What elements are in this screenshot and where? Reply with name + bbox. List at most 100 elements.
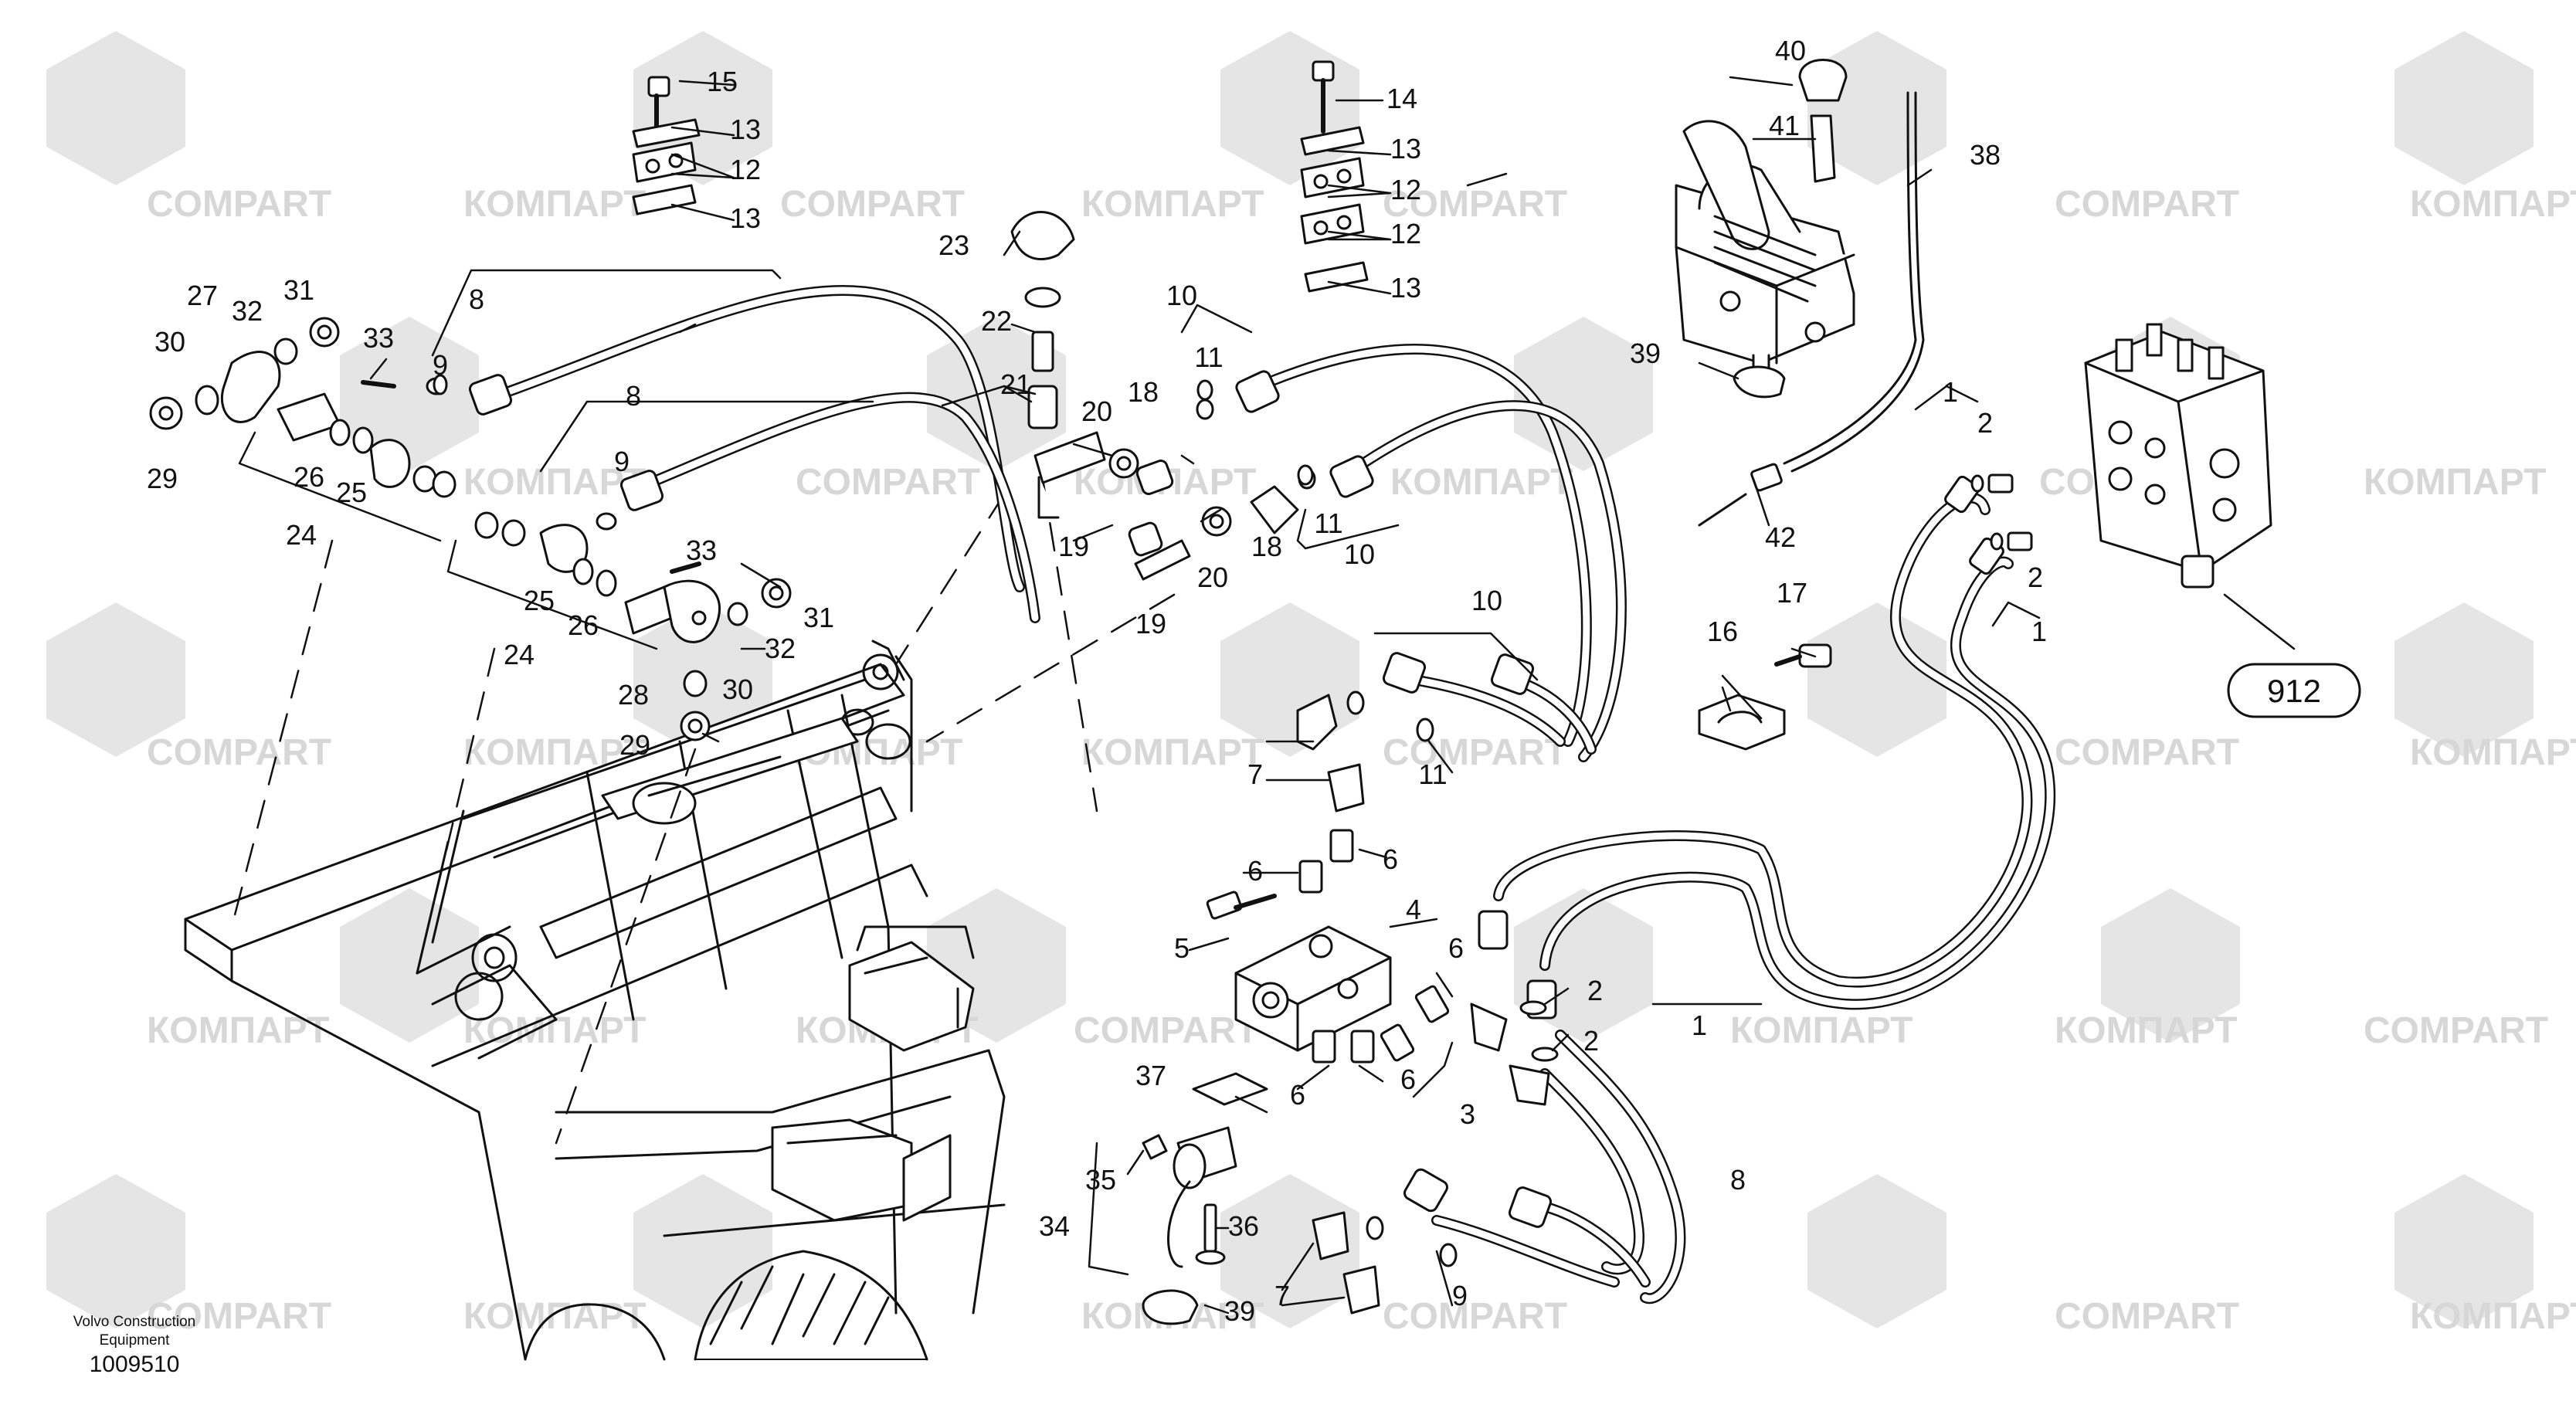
watermark-latin-7: COMPART <box>1383 732 1567 773</box>
callout-12-2: 12 <box>1390 218 1421 249</box>
callout-29-1: 29 <box>619 729 650 761</box>
callout-18-0: 18 <box>1128 376 1159 408</box>
callout-1-0: 1 <box>1943 376 1958 408</box>
dashed-leaders <box>230 477 1176 1145</box>
watermark-latin-3: COMPART <box>2055 184 2239 225</box>
callout-25-0: 25 <box>336 477 367 508</box>
callout-2-3: 2 <box>1583 1025 1599 1057</box>
watermark-cyrillic-6: КОМПАРТ <box>2364 462 2546 503</box>
callout-10-1: 10 <box>1344 538 1375 570</box>
callout-6-4: 6 <box>1400 1064 1416 1095</box>
callout-1-1: 1 <box>2031 616 2047 647</box>
callout-32-0: 32 <box>232 295 263 327</box>
watermark-latin-2: COMPART <box>1383 184 1567 225</box>
callout-8-2: 8 <box>1730 1164 1746 1196</box>
watermark-cyrillic-3: КОМПАРТ <box>463 462 646 503</box>
solenoid-valve <box>1142 1072 1268 1268</box>
callout-26-1: 26 <box>568 609 599 641</box>
callout-6-0: 6 <box>1247 855 1263 887</box>
callout-6-2: 6 <box>1448 932 1464 964</box>
callout-27-0: 27 <box>187 280 218 311</box>
watermark-latin-10: COMPART <box>2364 1010 2548 1051</box>
callout-17-0: 17 <box>1777 577 1807 609</box>
callout-5-0: 5 <box>1174 932 1190 964</box>
callout-9-0: 9 <box>433 349 448 381</box>
watermark-latin-13: COMPART <box>2055 1296 2239 1337</box>
watermark-text-group: COMPART COMPART COMPART COMPART COMPART COMPA… <box>147 184 2576 1337</box>
group-ref-ring <box>2227 663 2361 718</box>
watermark-cyrillic-5: КОМПАРТ <box>1390 462 1573 503</box>
watermark-cyrillic-15: КОМПАРТ <box>2055 1010 2237 1051</box>
group-ref-label: 912 <box>2267 673 2321 709</box>
callout-9-2: 9 <box>1452 1280 1468 1311</box>
callout-25-1: 25 <box>524 585 555 616</box>
callout-18-1: 18 <box>1251 531 1282 562</box>
callout-10-2: 10 <box>1471 585 1502 616</box>
callout-33-0: 33 <box>363 322 394 354</box>
callout-12-0: 12 <box>730 154 761 185</box>
callout-23-0: 23 <box>938 229 969 261</box>
watermark-latin-8: COMPART <box>2055 732 2239 773</box>
callout-15-0: 15 <box>707 66 738 97</box>
callout-3-0: 3 <box>1460 1098 1475 1130</box>
callout-13-3: 13 <box>1390 272 1421 304</box>
callout-41-0: 41 <box>1769 110 1800 141</box>
fittings-and-washers <box>149 211 2033 1315</box>
callout-6-3: 6 <box>1290 1079 1305 1111</box>
callout-8-1: 8 <box>626 380 641 412</box>
brand-line2: Equipment <box>99 1332 170 1349</box>
figure-footer: Volvo Construction Equipment 1009510 <box>65 1313 204 1378</box>
watermark-cyrillic-9: КОМПАРТ <box>1081 732 1264 773</box>
callout-31-0: 31 <box>283 274 314 306</box>
callout-37-0: 37 <box>1135 1060 1166 1091</box>
watermark-latin-4: COMPART <box>796 462 980 503</box>
brand-line1: Volvo Construction <box>73 1314 196 1330</box>
callout-35-0: 35 <box>1085 1164 1116 1196</box>
callout-33-1: 33 <box>686 534 717 566</box>
callout-2-0: 2 <box>1977 407 1993 439</box>
hose-assemblies-upper <box>497 284 1627 762</box>
callout-19-0: 19 <box>1058 531 1089 562</box>
callout-28-0: 28 <box>618 679 649 711</box>
callout-32-1: 32 <box>765 633 796 664</box>
watermark-cyrillic-11: КОМПАРТ <box>147 1010 329 1051</box>
line-art <box>149 59 2361 1361</box>
callout-9-1: 9 <box>614 446 630 477</box>
watermark-cyrillic-2: КОМПАРТ <box>2410 184 2576 225</box>
callout-20-1: 20 <box>1197 562 1228 593</box>
callout-42-0: 42 <box>1765 521 1796 553</box>
callout-leaders <box>369 76 2296 1315</box>
callout-7-1: 7 <box>1274 1280 1290 1311</box>
callout-16-0: 16 <box>1707 616 1738 647</box>
callout-8-0: 8 <box>469 283 484 315</box>
callout-39-0: 39 <box>1630 338 1661 369</box>
callout-21-0: 21 <box>1000 368 1031 400</box>
hose-end-fittings <box>468 370 2004 1228</box>
watermark-cyrillic-14: КОМПАРТ <box>1730 1010 1912 1051</box>
watermark-cyrillic-16: КОМПАРТ <box>463 1296 646 1337</box>
callout-11-2: 11 <box>1418 758 1447 790</box>
watermark-latin-9: COMPART <box>1074 1010 1258 1051</box>
watermark-hex-shapes <box>46 31 2534 1328</box>
callout-2-2: 2 <box>1587 975 1603 1006</box>
watermark-latin-1: COMPART <box>780 184 965 225</box>
callout-26-0: 26 <box>294 461 324 493</box>
callout-24-1: 24 <box>504 639 535 670</box>
callout-31-1: 31 <box>803 602 834 633</box>
callout-30-0: 30 <box>154 326 185 358</box>
callout-19-1: 19 <box>1135 608 1166 640</box>
watermark-latin-6: COMPART <box>147 732 331 773</box>
callout-22-0: 22 <box>981 305 1012 337</box>
hose-assemblies-right <box>1431 492 2056 1305</box>
callout-14-0: 14 <box>1386 83 1417 114</box>
callout-40-0: 40 <box>1775 35 1806 66</box>
callout-29-0: 29 <box>147 463 178 494</box>
callout-13-1: 13 <box>730 202 761 234</box>
callout-30-1: 30 <box>722 673 753 705</box>
callout-20-0: 20 <box>1081 395 1112 427</box>
loader-frame <box>184 640 1006 1361</box>
callout-7-0: 7 <box>1247 758 1263 790</box>
callout-38-0: 38 <box>1970 139 2001 171</box>
control-valve <box>2084 323 2272 589</box>
